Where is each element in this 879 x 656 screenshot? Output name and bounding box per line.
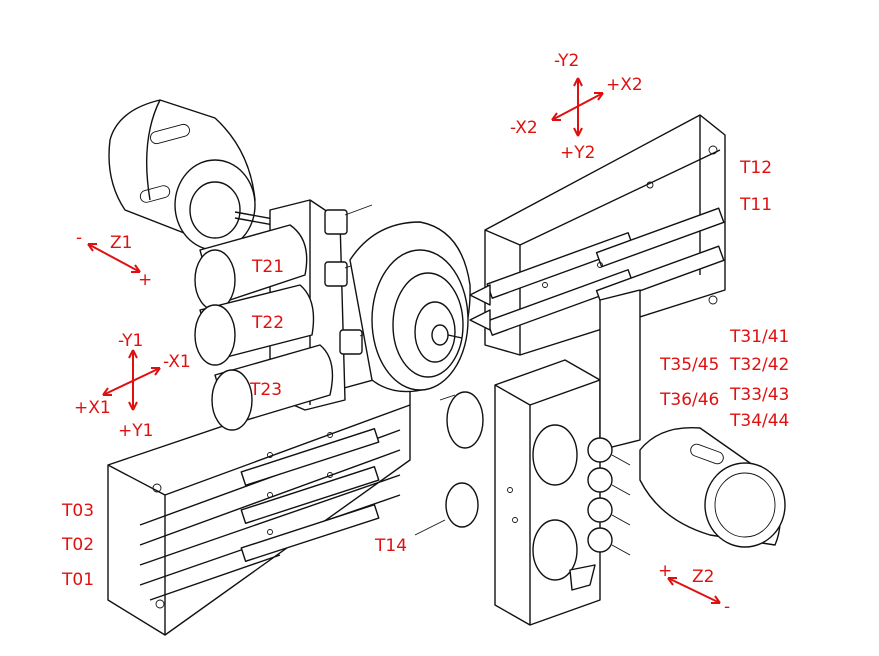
left-tool-holders	[194, 199, 386, 431]
label-t12: T12	[739, 158, 772, 178]
right-tool-block	[414, 289, 641, 626]
label-t32-42: T32/42	[729, 355, 789, 375]
label-t02: T02	[61, 535, 94, 555]
label-t33-43: T33/43	[729, 385, 789, 405]
label-t31-41: T31/41	[729, 327, 789, 347]
sub-spindle	[639, 426, 786, 548]
label-y2-plus: +Y2	[560, 143, 595, 163]
right-upper-slide	[469, 114, 726, 356]
label-z2-plus: +	[658, 561, 672, 581]
label-t21: T21	[251, 257, 284, 277]
label-z1-plus: +	[138, 270, 152, 290]
label-t36-46: T36/46	[659, 390, 719, 410]
label-t34-44: T34/44	[729, 411, 789, 431]
label-x1-plus: +X1	[74, 398, 111, 418]
left-gang-slide	[107, 369, 411, 636]
label-z2-minus: -	[724, 597, 730, 617]
label-x1-minus: -X1	[163, 352, 191, 372]
label-t35-45: T35/45	[659, 355, 719, 375]
label-t14: T14	[374, 536, 407, 556]
tool-labels: T12 T11 T21 T22 T23 T31/41 T35/45 T32/42…	[61, 158, 789, 590]
label-x2-minus: -X2	[510, 118, 538, 138]
label-z1-minus: -	[76, 228, 82, 248]
axis-arrows	[87, 77, 721, 604]
label-t03: T03	[61, 501, 94, 521]
label-t01: T01	[61, 570, 94, 590]
label-t22: T22	[251, 313, 284, 333]
label-z1: Z1	[110, 233, 132, 253]
axis-labels: -Y2 +X2 -X2 +Y2 - Z1 + -Y1 -X1 +X1 +Y1 +…	[74, 51, 730, 617]
label-y2-minus: -Y2	[554, 51, 579, 71]
label-z2: Z2	[692, 567, 714, 587]
label-y1-minus: -Y1	[118, 331, 143, 351]
label-x2-plus: +X2	[606, 75, 643, 95]
main-spindle	[108, 99, 291, 251]
center-disc	[349, 221, 471, 393]
label-t23: T23	[249, 380, 282, 400]
label-y1-plus: +Y1	[118, 421, 153, 441]
label-t11: T11	[739, 195, 772, 215]
